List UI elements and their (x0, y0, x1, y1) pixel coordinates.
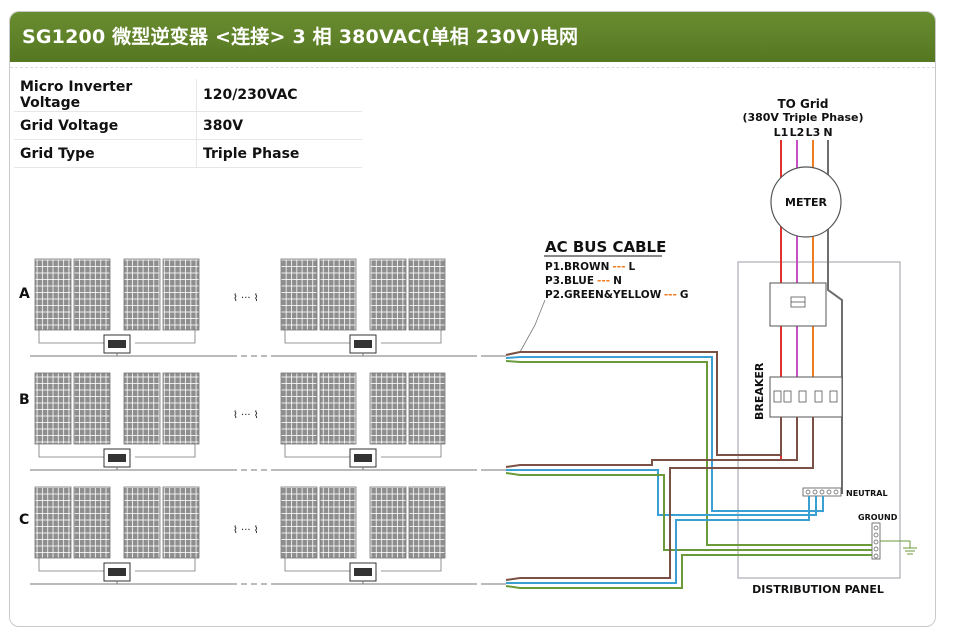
meter (770, 166, 842, 238)
solar-panel (408, 486, 446, 559)
solar-panel (73, 372, 111, 445)
solar-panel (408, 372, 446, 445)
earth-icon (880, 540, 917, 555)
ac-bus-cable-legend: P1.BROWN---L P3.BLUE---N P2.GREEN&YELLOW… (545, 261, 689, 301)
panel-lead (38, 558, 105, 572)
row-label-b: B (19, 392, 30, 408)
solar-panel (280, 486, 318, 559)
panel-lead (135, 558, 196, 572)
phase-n: N (823, 126, 832, 139)
grid-subtitle: (380V Triple Phase) (742, 111, 863, 124)
pin-dash: --- (664, 289, 677, 301)
breaker (769, 376, 843, 418)
solar-panel (34, 258, 72, 331)
inverter-label-plate (108, 568, 126, 576)
pin-signal: N (613, 275, 622, 287)
pin-dash: --- (612, 261, 625, 273)
solar-panel (319, 372, 357, 445)
panel-lead (135, 444, 196, 458)
solar-panel (162, 258, 200, 331)
solar-panel (34, 486, 72, 559)
spec-value: 380V (196, 111, 362, 140)
inverter-label-plate (354, 340, 372, 348)
pin-signal: L (628, 261, 635, 273)
spec-row: Micro Inverter Voltage 120/230VAC (14, 79, 362, 112)
solar-panel (123, 258, 161, 331)
ground-label: GROUND (858, 513, 898, 522)
neutral-label: NEUTRAL (846, 489, 888, 498)
solar-panel (162, 486, 200, 559)
ellipsis-c: ⌇ ··· ⌇ (233, 525, 259, 536)
legend-pointer (519, 299, 546, 353)
panel-lead (381, 558, 442, 572)
spec-value: 120/230VAC (196, 79, 362, 112)
neutral-bar (802, 487, 842, 497)
panel-lead (38, 444, 105, 458)
spec-row: Grid Voltage 380V (14, 111, 362, 140)
pin-label: P1.BROWN (545, 261, 609, 273)
solar-panel (123, 486, 161, 559)
page-title: SG1200 微型逆变器 <连接> 3 相 380VAC(单相 230V)电网 (22, 26, 579, 48)
inverter-label-plate (354, 454, 372, 462)
solar-panel (123, 372, 161, 445)
row-label-c: C (19, 512, 29, 528)
svg-text:P3.BLUE---N: P3.BLUE---N (545, 275, 622, 287)
svg-text:P2.GREEN&YELLOW---G: P2.GREEN&YELLOW---G (545, 289, 689, 301)
panel-lead (135, 330, 196, 344)
solar-panel (162, 372, 200, 445)
distribution-panel-label: DISTRIBUTION PANEL (752, 583, 884, 596)
pin-label: P2.GREEN&YELLOW (545, 289, 662, 301)
solar-panel (73, 258, 111, 331)
ground-bar (871, 522, 881, 560)
inverter-label-plate (354, 568, 372, 576)
solar-panel (280, 372, 318, 445)
divider (10, 67, 935, 68)
spec-value: Triple Phase (196, 139, 362, 168)
header-bar: SG1200 微型逆变器 <连接> 3 相 380VAC(单相 230V)电网 (10, 12, 935, 62)
panel-lead (284, 558, 351, 572)
solar-panel (408, 258, 446, 331)
svg-text:P1.BROWN---L: P1.BROWN---L (545, 261, 635, 273)
solar-panel (280, 258, 318, 331)
spec-table: Micro Inverter Voltage 120/230VAC Grid V… (14, 79, 362, 168)
distribution-panel (737, 261, 901, 579)
panel-lead (38, 330, 105, 344)
feeder-wires (505, 351, 872, 589)
solar-panel (369, 486, 407, 559)
row-label-a: A (19, 286, 30, 302)
pin-dash: --- (597, 275, 610, 287)
solar-panel (73, 486, 111, 559)
panel-lead (284, 330, 351, 344)
ellipsis-a: ⌇ ··· ⌇ (233, 293, 259, 304)
solar-panel (34, 372, 72, 445)
phase-l1: L1 (774, 126, 789, 139)
panel-lead (284, 444, 351, 458)
meter-label: METER (785, 196, 827, 209)
ac-bus-cable-title: AC BUS CABLE (545, 238, 666, 256)
inverter-label-plate (108, 454, 126, 462)
ellipsis-b: ⌇ ··· ⌇ (233, 410, 259, 421)
solar-panel (369, 258, 407, 331)
solar-arrays (30, 258, 506, 585)
spec-label: Micro Inverter Voltage (14, 79, 197, 112)
main-switch (769, 282, 827, 327)
inverter-label-plate (108, 340, 126, 348)
spec-label: Grid Voltage (14, 111, 197, 140)
solar-panel (319, 486, 357, 559)
spec-row: Grid Type Triple Phase (14, 139, 362, 168)
grid-title: TO Grid (777, 97, 828, 111)
panel-lead (381, 444, 442, 458)
panel-lead (381, 330, 442, 344)
phase-l3: L3 (806, 126, 821, 139)
solar-panel (319, 258, 357, 331)
pin-label: P3.BLUE (545, 275, 594, 287)
spec-label: Grid Type (14, 139, 197, 168)
phase-l2: L2 (790, 126, 805, 139)
breaker-label: BREAKER (753, 362, 766, 420)
solar-panel (369, 372, 407, 445)
pin-signal: G (680, 289, 689, 301)
